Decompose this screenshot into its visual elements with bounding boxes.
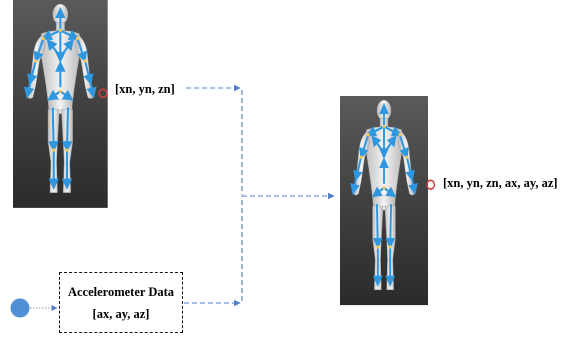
accelerometer-box-title: Accelerometer Data bbox=[67, 284, 175, 299]
joint-markers bbox=[359, 124, 409, 249]
flow-arrows bbox=[184, 84, 335, 307]
joint-markers bbox=[34, 28, 87, 152]
accelerometer-box-values: [ax, ay, az] bbox=[92, 306, 150, 321]
skeleton-bones bbox=[24, 6, 97, 190]
sensor-source-dot bbox=[10, 298, 30, 318]
wrist-tracked-joint-marker bbox=[426, 179, 436, 190]
body-model-left bbox=[13, 0, 108, 208]
joint-coordinates-label: [xn, yn, zn] bbox=[115, 82, 175, 96]
wrist-tracked-joint-marker bbox=[98, 88, 108, 99]
body-model-right bbox=[340, 96, 436, 306]
accelerometer-data-box: Accelerometer Data [ax, ay, az] bbox=[59, 272, 183, 333]
fused-coordinates-label: [xn, yn, zn, ax, ay, az] bbox=[443, 176, 558, 190]
skeleton-bones bbox=[350, 102, 418, 287]
